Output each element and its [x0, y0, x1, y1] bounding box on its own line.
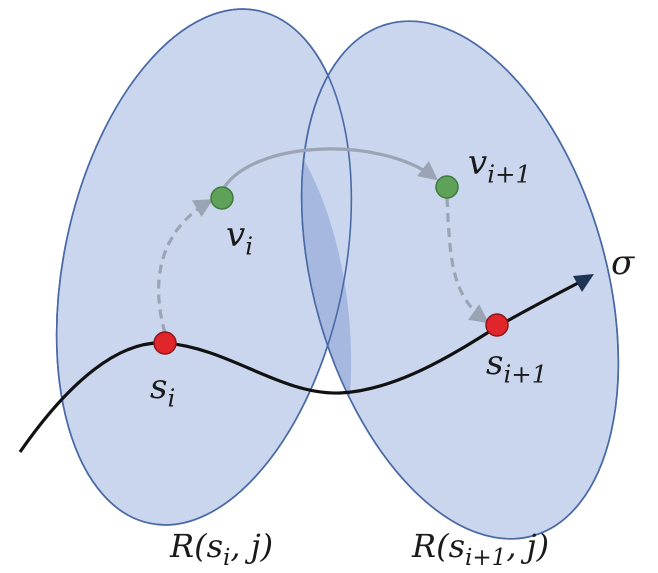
- node-v-i: [210, 186, 234, 210]
- arrow-vi-to-vi1: [220, 147, 439, 192]
- label-s-i: si: [150, 367, 176, 413]
- label-v-i-plus-1: vi+1: [468, 143, 532, 189]
- node-v-i-plus-1: [435, 175, 459, 199]
- label-region-right: R(si+1, j): [412, 527, 550, 572]
- node-s-i-plus-1: [485, 313, 509, 337]
- label-sigma: σ: [611, 243, 635, 283]
- trajectory-arrowhead: [573, 274, 594, 292]
- dashed-arrow-si-to-vi: [157, 199, 214, 334]
- label-v-i: vi: [226, 215, 254, 261]
- region-left-outline: [55, 8, 353, 526]
- dashed-arrow-vi1-to-si1: [445, 197, 490, 324]
- node-s-i: [153, 331, 177, 355]
- region-right-outline: [300, 20, 620, 540]
- label-s-i-plus-1: si+1: [486, 343, 548, 389]
- label-region-left: R(si, j): [170, 527, 274, 572]
